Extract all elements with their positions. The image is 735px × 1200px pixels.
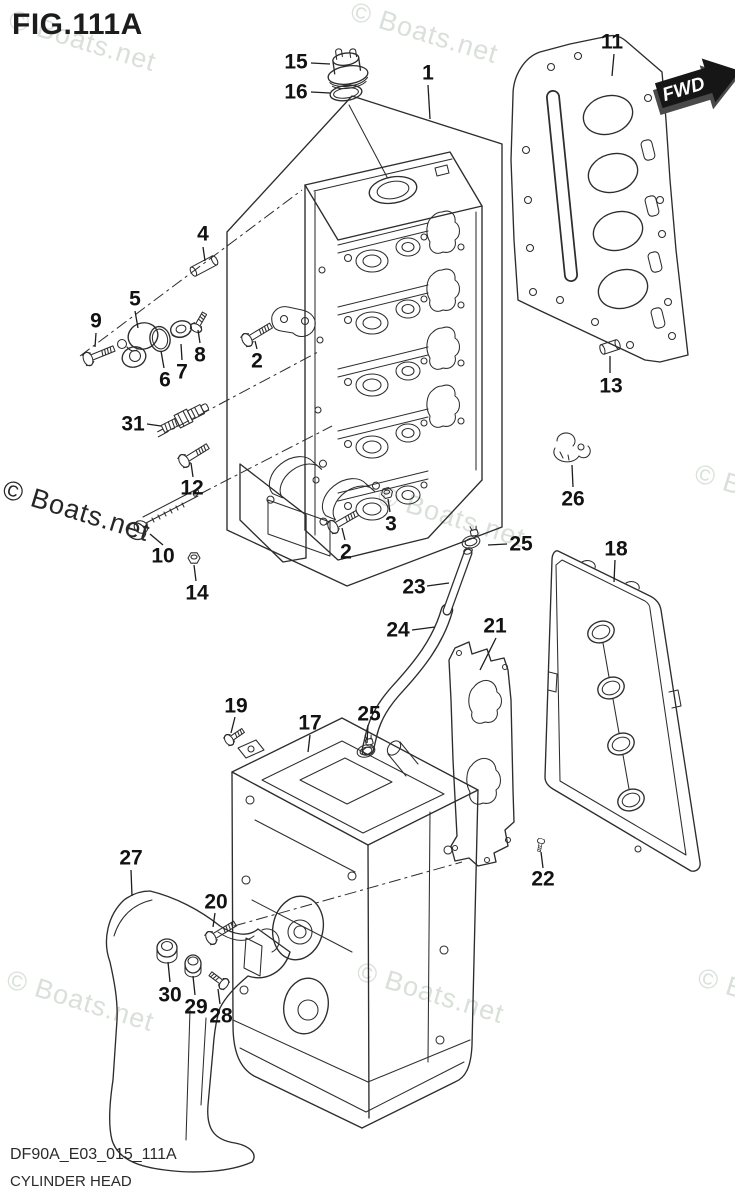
bolt-19-drawing [221, 724, 247, 748]
thermostat-cover-5-drawing [116, 322, 159, 368]
bolt-22-drawing [535, 837, 546, 853]
side-cover-drawing [105, 890, 291, 1173]
cup-7-drawing [169, 320, 193, 339]
gasket-bolt-holes [521, 51, 677, 350]
drawing-code: DF90A_E03_015_111A [10, 1146, 177, 1163]
valve-cover-gasket-drawing [544, 550, 701, 872]
fwd-arrow: FWD [652, 58, 735, 116]
gasket-21-drawing [448, 641, 515, 867]
bolt-2-lower-drawing [325, 506, 362, 536]
cylinder-head-boundary-box [226, 95, 503, 587]
figure-title: FIG.111A [12, 8, 143, 41]
spark-plug-31-drawing [157, 403, 209, 434]
filler-cap-oring-drawing [329, 84, 363, 102]
bushing-29-drawing [184, 954, 202, 978]
head-gasket-drawing [510, 34, 689, 363]
drawing-name: CYLINDER HEAD [10, 1173, 132, 1190]
dowel-pin-13-drawing [599, 339, 621, 355]
bolt-9-drawing [80, 341, 118, 368]
bolt-28-drawing [206, 968, 232, 992]
bolt-2-upper-drawing [239, 319, 276, 349]
water-pipe-drawing [442, 547, 473, 616]
bolt-8-drawing [188, 309, 211, 335]
hose-clamp-upper-drawing [457, 524, 482, 551]
cylinder-head-drawing [239, 104, 483, 563]
cylinder-bores [582, 94, 649, 310]
bolt-10-drawing [125, 489, 199, 541]
bolt-12-drawing [175, 439, 212, 470]
oring-6-drawing [149, 325, 171, 353]
nut-14-drawing [187, 552, 201, 564]
dowel-pin-4-drawing [189, 255, 219, 277]
clip-26-drawing [553, 432, 591, 463]
cylinder-head-cover-drawing [231, 717, 479, 1129]
oil-filler-cap-drawing [327, 48, 369, 90]
grommet-30-drawing [156, 938, 178, 964]
